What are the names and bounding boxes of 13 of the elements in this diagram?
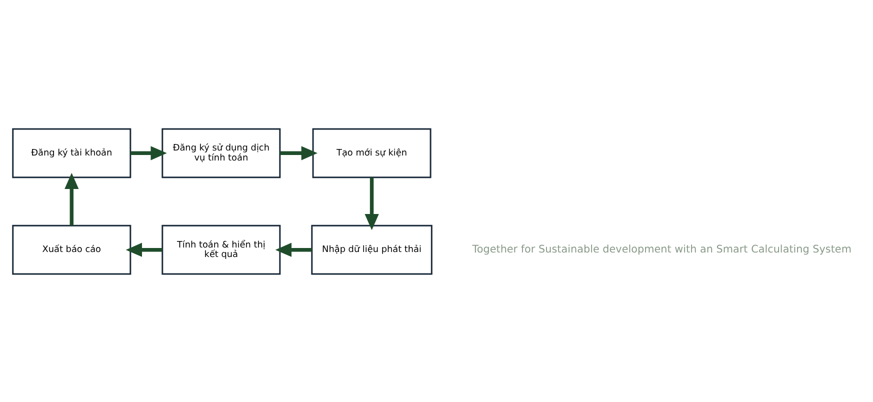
node-box: Đăng ký sử dụng dịch vụ tính toán xyxy=(162,128,281,178)
node-box: Đăng ký tài khoản xyxy=(12,128,132,178)
arrow xyxy=(280,146,318,160)
label: Together for Sustainable development with an Smart Calculating System xyxy=(472,243,852,256)
node-box: Tạo mới sự kiện xyxy=(312,128,432,178)
arrow xyxy=(364,176,379,230)
arrow xyxy=(64,172,79,225)
arrow xyxy=(130,146,167,160)
node-box: Xuất báo cáo xyxy=(12,224,132,274)
arrow xyxy=(126,242,162,256)
node-box: Nhập dữ liệu phát thải xyxy=(311,224,432,274)
arrow xyxy=(275,242,312,256)
node-box: Tính toán & hiển thị kết quả xyxy=(162,224,281,274)
